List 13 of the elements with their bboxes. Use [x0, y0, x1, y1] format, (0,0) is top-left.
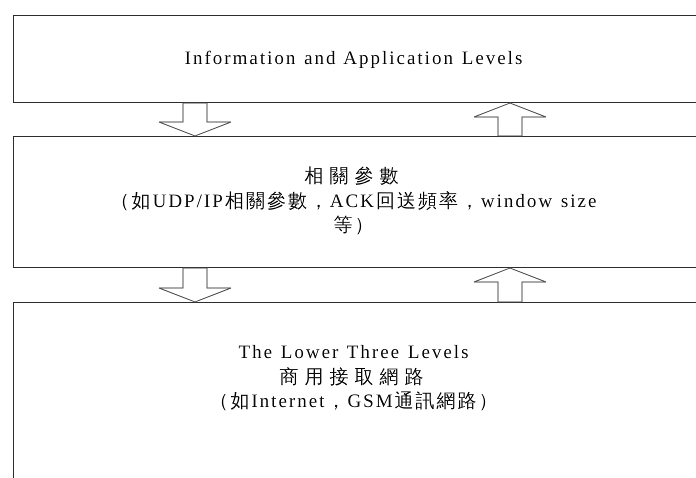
layer-box — [13, 302, 696, 478]
block-arrow — [474, 267, 546, 302]
layer-title: The Lower Three Levels — [238, 340, 470, 365]
block-arrow — [158, 102, 232, 137]
layer-title: Information and Application Levels — [184, 46, 524, 71]
block-arrow — [158, 268, 232, 303]
layer-description: 商用接取網路 — [280, 366, 430, 390]
layer-description: （如UDP/IP相關參數，ACK回送頻率，window size等） — [110, 190, 600, 238]
layer-box — [13, 136, 696, 268]
block-arrow — [474, 102, 546, 136]
layer-description: （如Internet，GSM通訊網路） — [209, 390, 500, 414]
layer-title: 相關參數 — [304, 164, 404, 189]
layer-box — [13, 15, 696, 103]
